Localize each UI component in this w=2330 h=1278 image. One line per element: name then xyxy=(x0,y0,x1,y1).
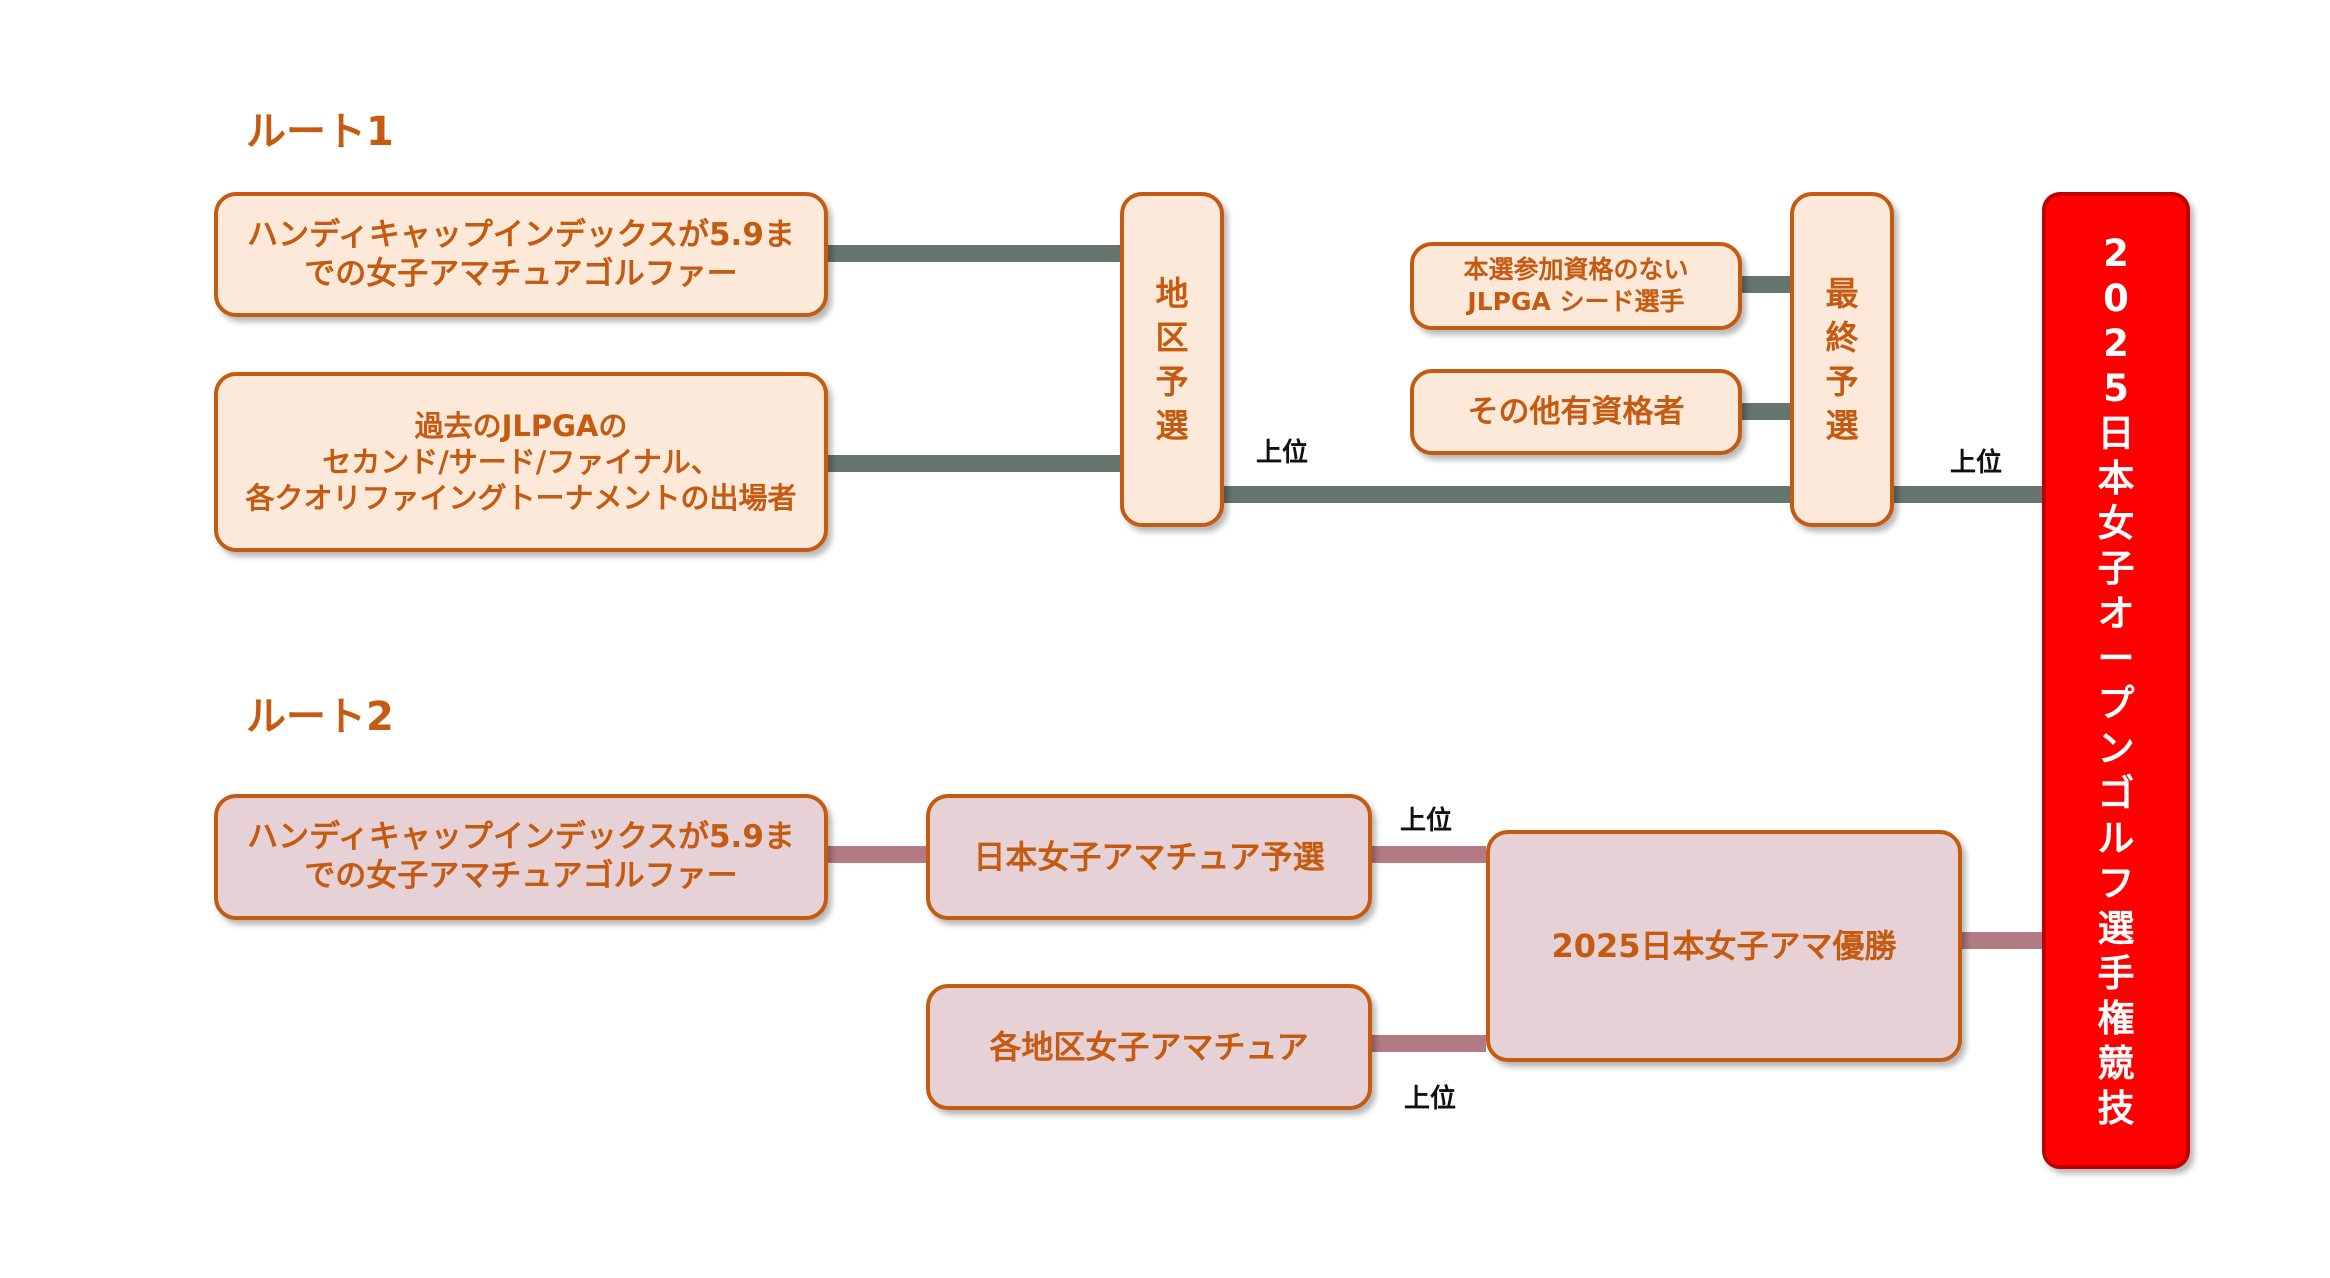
championship-char: 本 xyxy=(2097,456,2135,500)
route1-connector-past-to-regional xyxy=(828,455,1126,472)
jlpga-seed-text: 本選参加資格のない JLPGA シード選手 xyxy=(1463,254,1689,317)
route1-connector-seed-to-final xyxy=(1742,276,1794,293)
championship-char: 女 xyxy=(2097,501,2135,545)
championship-char: フ xyxy=(2097,861,2135,905)
regional-qualifier-char: 予 xyxy=(1155,361,1189,401)
final-qualifier-box: 最終予選 xyxy=(1790,192,1894,527)
route1-title: ルート1 xyxy=(246,109,394,155)
regional-qualifier-char: 選 xyxy=(1155,405,1189,445)
championship-char: ゴ xyxy=(2097,771,2135,815)
final-qualifier-char: 予 xyxy=(1825,361,1859,401)
route1-label-top-after-final: 上位 xyxy=(1950,448,2003,478)
other-qualified-box: その他有資格者 xyxy=(1410,369,1742,455)
jlpga-seed-box: 本選参加資格のない JLPGA シード選手 xyxy=(1410,242,1742,330)
final-qualifier-char: 終 xyxy=(1825,317,1859,357)
championship-char: 2 xyxy=(2103,321,2129,365)
route1-connector-regional-to-final xyxy=(1224,486,1794,503)
route2-title: ルート2 xyxy=(246,694,394,740)
route1-handicap-box: ハンディキャップインデックスが5.9ま での女子アマチュアゴルファー xyxy=(214,192,828,317)
championship-char: ン xyxy=(2097,726,2135,770)
regional-womens-amateur-box: 各地区女子アマチュア xyxy=(926,984,1372,1110)
route1-connector-handicap-to-regional xyxy=(828,245,1126,262)
route2-handicap-box: ハンディキャップインデックスが5.9ま での女子アマチュアゴルファー xyxy=(214,794,828,920)
final-qualifier-char: 最 xyxy=(1825,273,1859,313)
championship-char: 競 xyxy=(2097,1041,2135,1085)
japan-womens-amateur-qualifier-text: 日本女子アマチュア予選 xyxy=(973,838,1325,876)
route2-label-top-lower: 上位 xyxy=(1404,1084,1457,1114)
regional-qualifier-char: 区 xyxy=(1155,317,1189,357)
route1-connector-final-to-championship xyxy=(1892,486,2042,503)
japan-womens-amateur-qualifier-box: 日本女子アマチュア予選 xyxy=(926,794,1372,920)
route1-label-top-after-regional: 上位 xyxy=(1256,438,1309,468)
championship-char: 選 xyxy=(2097,906,2135,950)
regional-womens-amateur-text: 各地区女子アマチュア xyxy=(989,1028,1309,1066)
regional-qualifier-char: 地 xyxy=(1155,273,1189,313)
final-qualifier-text: 最終予選 xyxy=(1826,272,1859,448)
route1-past-qualifier-text: 過去のJLPGAの セカンド/サード/ファイナル、 各クオリファイングトーナメン… xyxy=(245,408,797,516)
route2-connector-regional-to-champion xyxy=(1372,1035,1486,1052)
championship-char: 技 xyxy=(2097,1086,2135,1130)
route1-connector-other-to-final xyxy=(1742,403,1794,420)
championship-char: ー xyxy=(2097,636,2135,680)
championship-char: 子 xyxy=(2097,546,2135,590)
route1-past-qualifier-box: 過去のJLPGAの セカンド/サード/ファイナル、 各クオリファイングトーナメン… xyxy=(214,372,828,552)
route2-connector-qualifier-to-champion xyxy=(1372,846,1486,863)
amateur-champion-text: 2025日本女子アマ優勝 xyxy=(1551,927,1897,965)
route2-handicap-text: ハンディキャップインデックスが5.9ま での女子アマチュアゴルファー xyxy=(247,819,795,894)
route2-connector-champion-to-championship xyxy=(1962,932,2042,949)
route2-connector-handicap-to-qualifier xyxy=(826,846,926,863)
championship-char: 手 xyxy=(2097,951,2135,995)
championship-char: 0 xyxy=(2103,276,2129,320)
championship-char: 2 xyxy=(2103,231,2129,275)
other-qualified-text: その他有資格者 xyxy=(1467,393,1685,430)
final-qualifier-char: 選 xyxy=(1825,405,1859,445)
championship-char: 権 xyxy=(2097,996,2135,1040)
championship-char: 5 xyxy=(2103,366,2129,410)
regional-qualifier-text: 地区予選 xyxy=(1156,272,1189,448)
route2-label-top-upper: 上位 xyxy=(1400,806,1453,836)
championship-char: 日 xyxy=(2097,411,2135,455)
route1-handicap-text: ハンディキャップインデックスが5.9ま での女子アマチュアゴルファー xyxy=(247,216,795,292)
amateur-champion-box: 2025日本女子アマ優勝 xyxy=(1486,830,1962,1062)
championship-char: ル xyxy=(2097,816,2135,860)
championship-char: プ xyxy=(2097,681,2135,725)
regional-qualifier-box: 地区予選 xyxy=(1120,192,1224,527)
championship-char: オ xyxy=(2097,591,2135,635)
